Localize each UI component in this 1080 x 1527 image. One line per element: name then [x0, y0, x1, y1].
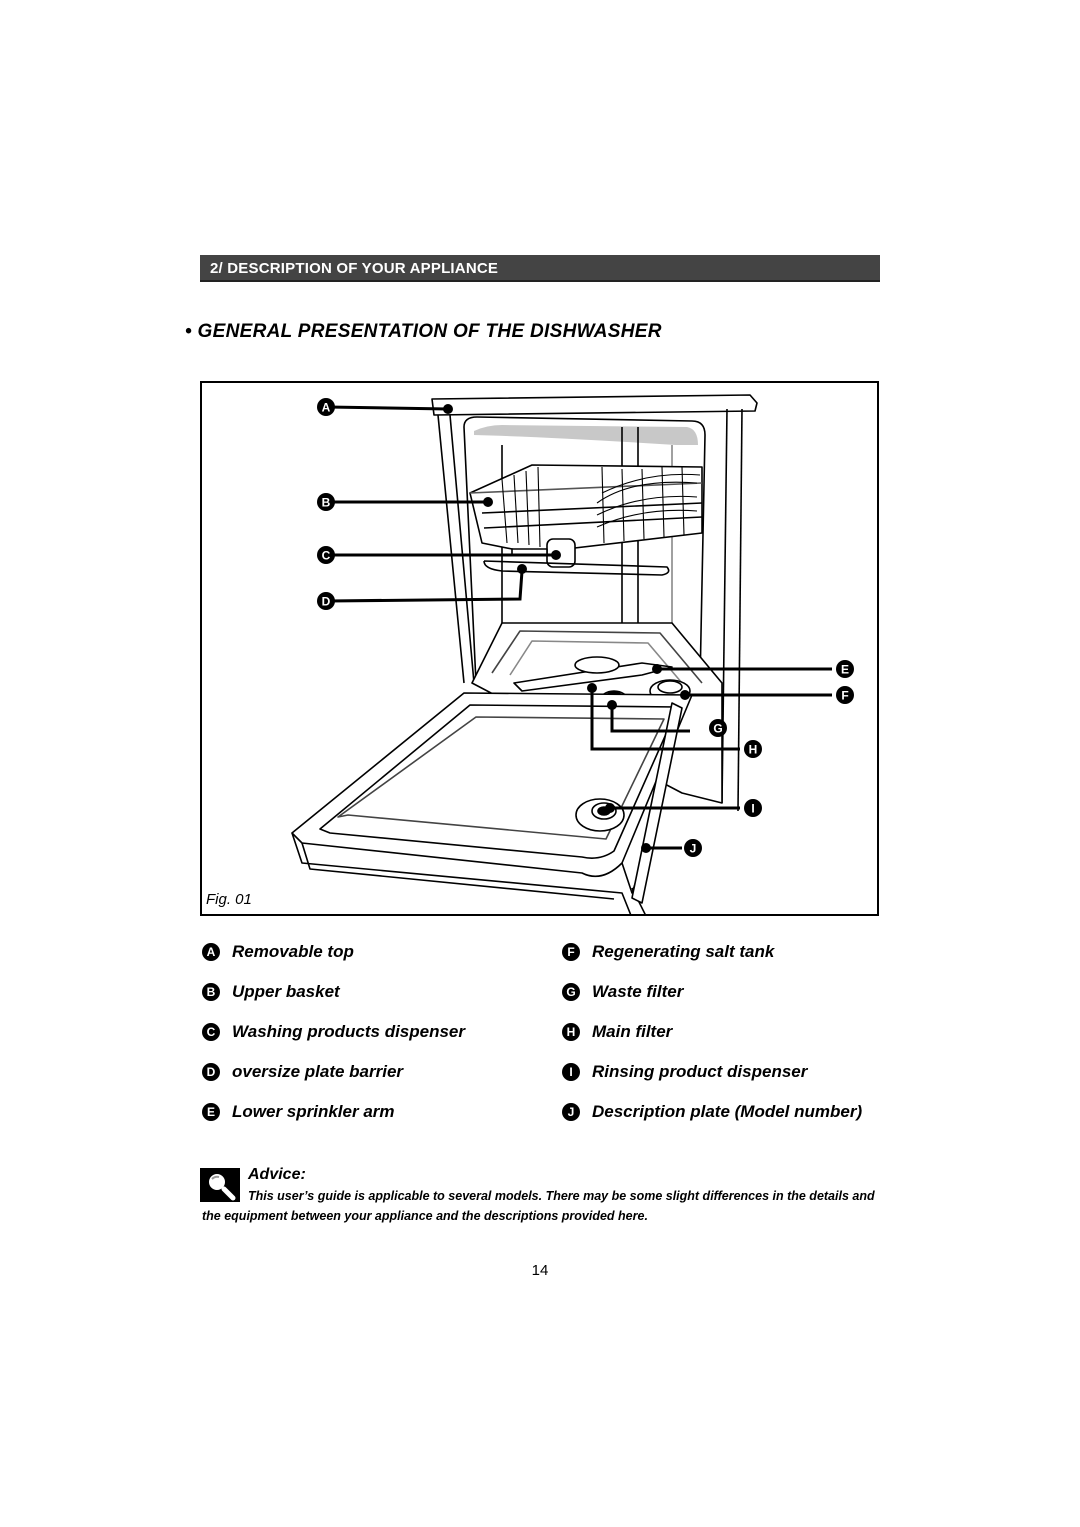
legend-label-e: Lower sprinkler arm [232, 1102, 395, 1121]
legend-label-d: oversize plate barrier [232, 1062, 404, 1081]
callout-letter-d: D [322, 595, 331, 609]
section-header-bar: 2/ DESCRIPTION OF YOUR APPLIANCE [200, 255, 880, 282]
callout-badge-a [317, 398, 335, 416]
magnifier-icon [200, 1168, 240, 1202]
advice-title: Advice: [248, 1166, 306, 1183]
legend-label-i: Rinsing product dispenser [592, 1062, 808, 1081]
callout-letter-c: C [322, 549, 331, 563]
callout-letter-f: F [841, 689, 848, 703]
callout-badge-c [317, 546, 335, 564]
advice-body: This user’s guide is applicable to sever… [202, 1189, 875, 1223]
legend-badge-f: F [562, 943, 580, 961]
legend-badge-d: D [202, 1063, 220, 1081]
legend-badge-g: G [562, 983, 580, 1001]
dishwasher-illustration: A B C D EF G H I J [291, 394, 854, 914]
legend-label-a: Removable top [232, 942, 354, 961]
callout-letter-e: E [841, 663, 849, 677]
callout-badge-b [317, 493, 335, 511]
legend-badge-i: I [562, 1063, 580, 1081]
callout-letter-g: G [713, 722, 722, 736]
callout-letter-h: H [749, 743, 758, 757]
section-header-text: 2/ DESCRIPTION OF YOUR APPLIANCE [210, 260, 499, 277]
callout-letter-b: B [322, 496, 331, 510]
callout-badge-d [317, 592, 335, 610]
callout-badge-g [709, 719, 727, 737]
legend-label-c: Washing products dispenser [232, 1022, 466, 1041]
legend-badge-a: A [202, 943, 220, 961]
callout-letter-i: I [751, 802, 754, 816]
legend-badge-e: E [202, 1103, 220, 1121]
legend-badge-h: H [562, 1023, 580, 1041]
callout-letter-j: J [690, 842, 697, 856]
legend-label-g: Waste filter [592, 982, 684, 1001]
legend-label-j: Description plate (Model number) [592, 1102, 863, 1121]
legend-badge-b: B [202, 983, 220, 1001]
callout-letter-a: A [322, 401, 331, 415]
legend-badge-c: C [202, 1023, 220, 1041]
callout-badge-j [684, 839, 702, 857]
page-number: 14 [531, 1262, 549, 1279]
legend-label-h: Main filter [592, 1022, 673, 1041]
legend-badge-j: J [562, 1103, 580, 1121]
figure-label: Fig. 01 [206, 891, 252, 908]
callout-badge-i [744, 799, 762, 817]
callout-badge-h [744, 740, 762, 758]
legend-label-f: Regenerating salt tank [592, 942, 775, 961]
callout-badge-e [836, 660, 854, 678]
callout-badge-f [836, 686, 854, 704]
page-title: • GENERAL PRESENTATION OF THE DISHWASHER [185, 321, 662, 342]
legend-label-b: Upper basket [232, 982, 340, 1001]
